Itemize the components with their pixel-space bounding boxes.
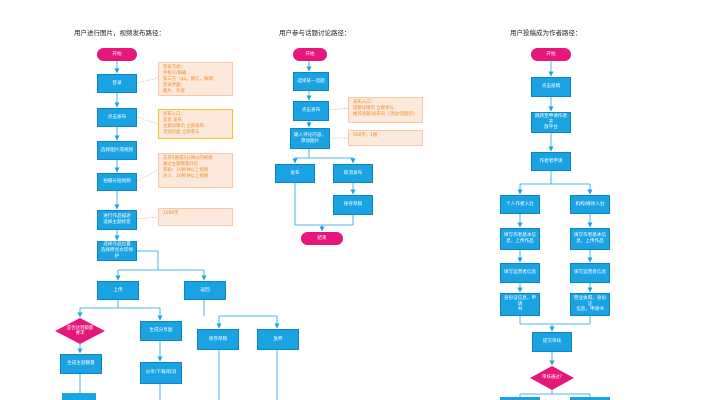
note-login-methods: 登录方式： 手机号/邮箱 第三方（qq，微信，微博） 登录界面： 图片，作者 — [158, 62, 233, 96]
left-give-up: 放弃 — [257, 329, 299, 350]
left-share-download-cancel: 分享/下载/取消 — [140, 362, 182, 384]
left-back: 返回 — [184, 281, 226, 300]
middle-save-draft: 保存草稿 — [333, 195, 373, 215]
right-click-submit: 点击投稿 — [531, 77, 571, 97]
left-shoot-video: 拍摄长短视频 — [97, 173, 137, 191]
right-personal-operator: 填写运营者信息 — [500, 263, 540, 283]
right-org-basic-info: 填写作者基本信 息，上传作品 — [570, 228, 610, 250]
right-org-operator: 填写运营者信息 — [570, 263, 610, 283]
left-describe-topic: 进行作品描述 选择主题标签 — [97, 210, 137, 230]
left-location-watermark: 选择作品位置 选择原创水印保护 — [97, 241, 137, 261]
left-upload: 上传 — [97, 281, 139, 300]
note-char-limit-middle: 500字，1图 — [348, 130, 423, 146]
note-char-limit-left: 1000字 — [158, 208, 233, 226]
right-review-decision-label: 审核通过? — [542, 375, 562, 381]
right-jump-page: 跳转至申请作者开 放平台 — [531, 112, 571, 133]
note-publish-entry: 发布入口： 首页 发布 主题详情页 立即发布 活动页面 立即参与 — [158, 109, 233, 139]
middle-cancel-publish: 取消发布 — [333, 164, 373, 183]
note-video-limits: 支持5图或5分钟以内视频 通过主题额量开启 铁粉：10秒钟以上视频 达人：20秒… — [158, 153, 233, 188]
left-start: 开始 — [97, 48, 137, 61]
middle-choose-topic: 选择某一话题 — [293, 72, 329, 91]
title-right-path: 用户投稿成为作者路径： — [510, 29, 582, 37]
decision-diamond-review — [530, 366, 574, 390]
cutoff-box-left — [62, 393, 96, 400]
title-middle-path: 用户参与话题讨论路径： — [279, 29, 351, 37]
decision-diamond-topic — [55, 318, 105, 344]
left-generate-topic: 生成主题额量 — [60, 354, 102, 374]
note-topic-entry: 发布入口： 话题详情页 立即参与 推荐话题/发布页（活动/话题页） — [348, 97, 423, 123]
title-left-path: 用户进行图片，视频发布路径： — [74, 29, 165, 37]
left-login: 登录 — [97, 74, 137, 93]
middle-start: 开始 — [293, 48, 327, 61]
left-choose-image-video: 选择图片或视频 — [97, 141, 137, 160]
left-decision-label: 是否达到额量 要求 — [66, 325, 94, 336]
middle-end: 结束 — [301, 232, 343, 245]
cutoff-box-right-b — [570, 397, 610, 400]
right-personal-basic-info: 填写作者基本信 息，上传作品 — [500, 228, 540, 250]
right-author-apply: 作者者申请 — [531, 152, 571, 171]
middle-publish: 发布 — [275, 164, 315, 183]
middle-click-publish: 点击发布 — [293, 101, 329, 121]
left-click-publish: 点击发布 — [97, 108, 137, 127]
cutoff-box-right-a — [500, 397, 540, 400]
right-org-id: 营业执照，身份证 信息，申请书 — [570, 293, 610, 316]
left-save-draft: 保存草稿 — [197, 329, 239, 350]
middle-enter-comment: 输入评论内容， 添加图片 — [290, 128, 330, 149]
right-personal-id: 身份证信息，申请 书 — [500, 293, 540, 316]
left-generate-share: 生成分享图 — [140, 321, 182, 341]
right-personal-entry: 个人作者入驻 — [500, 195, 540, 214]
right-submit-review: 提交审核 — [532, 332, 572, 352]
right-org-entry: 机构/媒体入驻 — [570, 195, 610, 214]
right-start: 开始 — [531, 48, 571, 61]
